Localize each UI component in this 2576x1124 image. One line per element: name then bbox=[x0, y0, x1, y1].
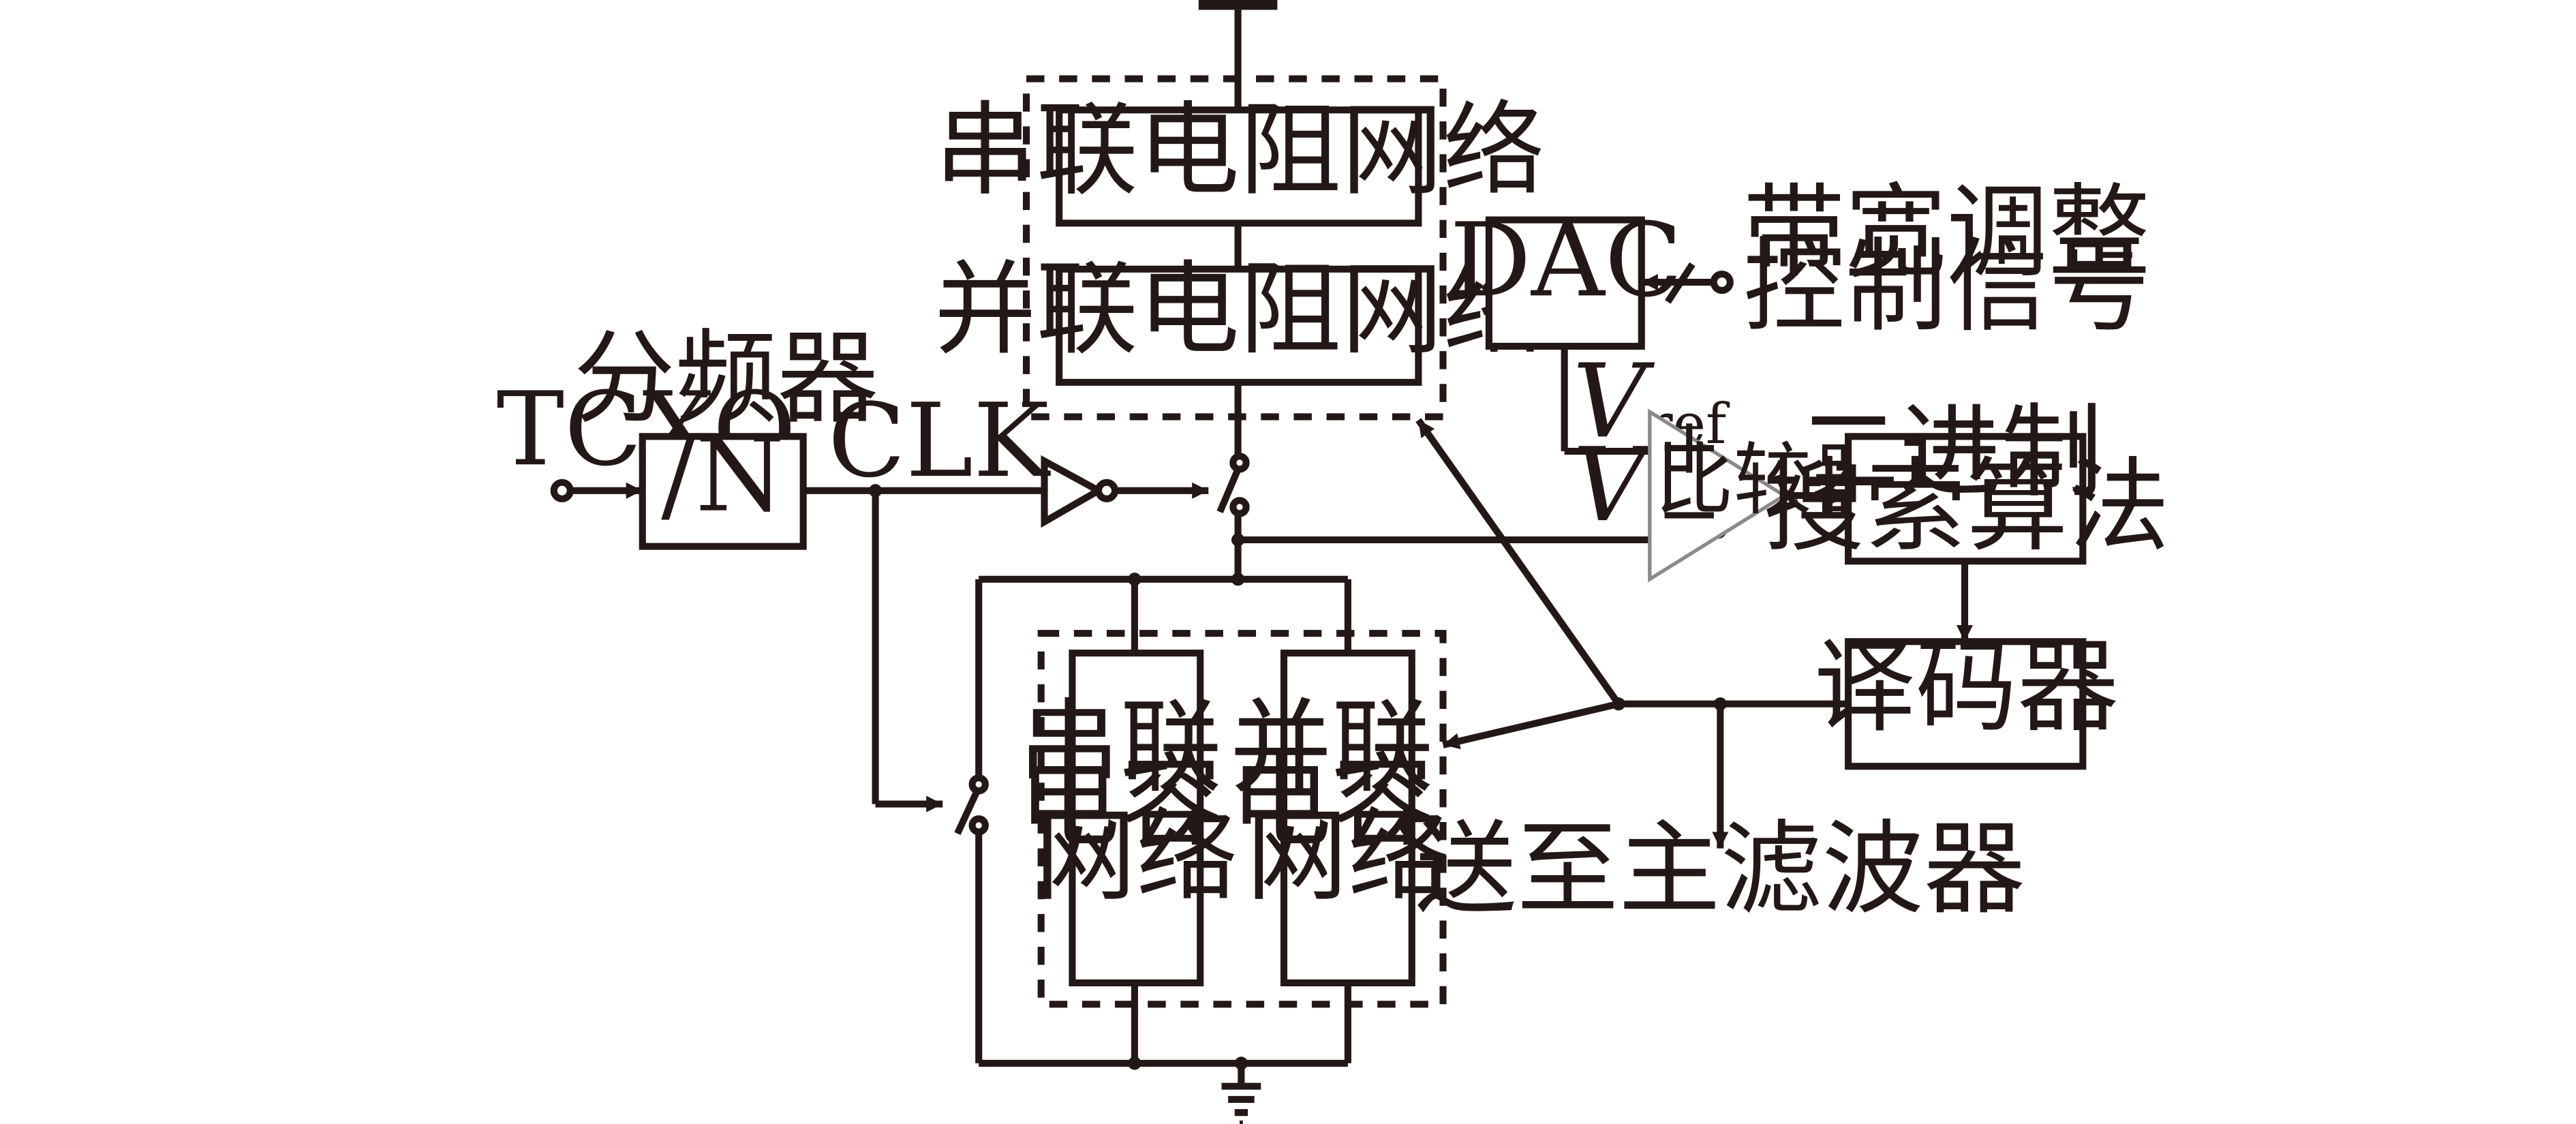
bus-slash bbox=[1665, 262, 1696, 304]
series-capacitor-label: 串联 电容 网络 bbox=[1018, 688, 1254, 915]
bandwidth-control-label: 带宽调整 控制信号 bbox=[1743, 173, 2182, 346]
comparator-plus: + bbox=[1656, 400, 1722, 491]
top-terminal-bar bbox=[1198, 0, 1278, 10]
decoder-label: 译码器 bbox=[1814, 628, 2119, 746]
frequency-divider-block bbox=[639, 433, 807, 550]
binary-search-label: 二进制 搜索算法 bbox=[1763, 393, 2170, 566]
capacitor-network-group bbox=[1037, 630, 1447, 1008]
decoder-block bbox=[1845, 638, 2087, 770]
parallel-capacitor-label: 并联 电容 网络 bbox=[1230, 688, 1466, 915]
divider-title: 分频器 bbox=[574, 320, 879, 438]
ground-symbol bbox=[1221, 1063, 1261, 1124]
series-resistor-label: 串联电阻网络 bbox=[934, 91, 1545, 210]
resistor-switch bbox=[1216, 453, 1250, 541]
rail-junction-dot-right bbox=[1231, 573, 1245, 586]
bandwidth-control-terminal bbox=[1710, 270, 1734, 294]
bottom-junction-dot-left bbox=[1128, 1057, 1141, 1070]
parallel-resistor-label: 并联电阻网络 bbox=[934, 251, 1545, 369]
comparator-symbol bbox=[1648, 408, 1788, 583]
clk-label: CLK bbox=[828, 382, 1051, 500]
series-resistor-network bbox=[1056, 106, 1422, 227]
to-main-filter-label: 送至主滤波器 bbox=[1415, 810, 2026, 928]
capacitor-switch bbox=[954, 579, 989, 1063]
parallel-capacitor-network bbox=[1280, 650, 1415, 987]
dac-label: DAC bbox=[1450, 201, 1683, 320]
comparator-minus: − bbox=[1656, 468, 1722, 559]
tcxo-terminal bbox=[550, 479, 574, 502]
inverter-gate bbox=[1041, 455, 1119, 528]
divider-label: /N bbox=[661, 416, 784, 535]
vref-label: Vref bbox=[1573, 342, 1730, 461]
binary-search-block bbox=[1845, 433, 2087, 565]
